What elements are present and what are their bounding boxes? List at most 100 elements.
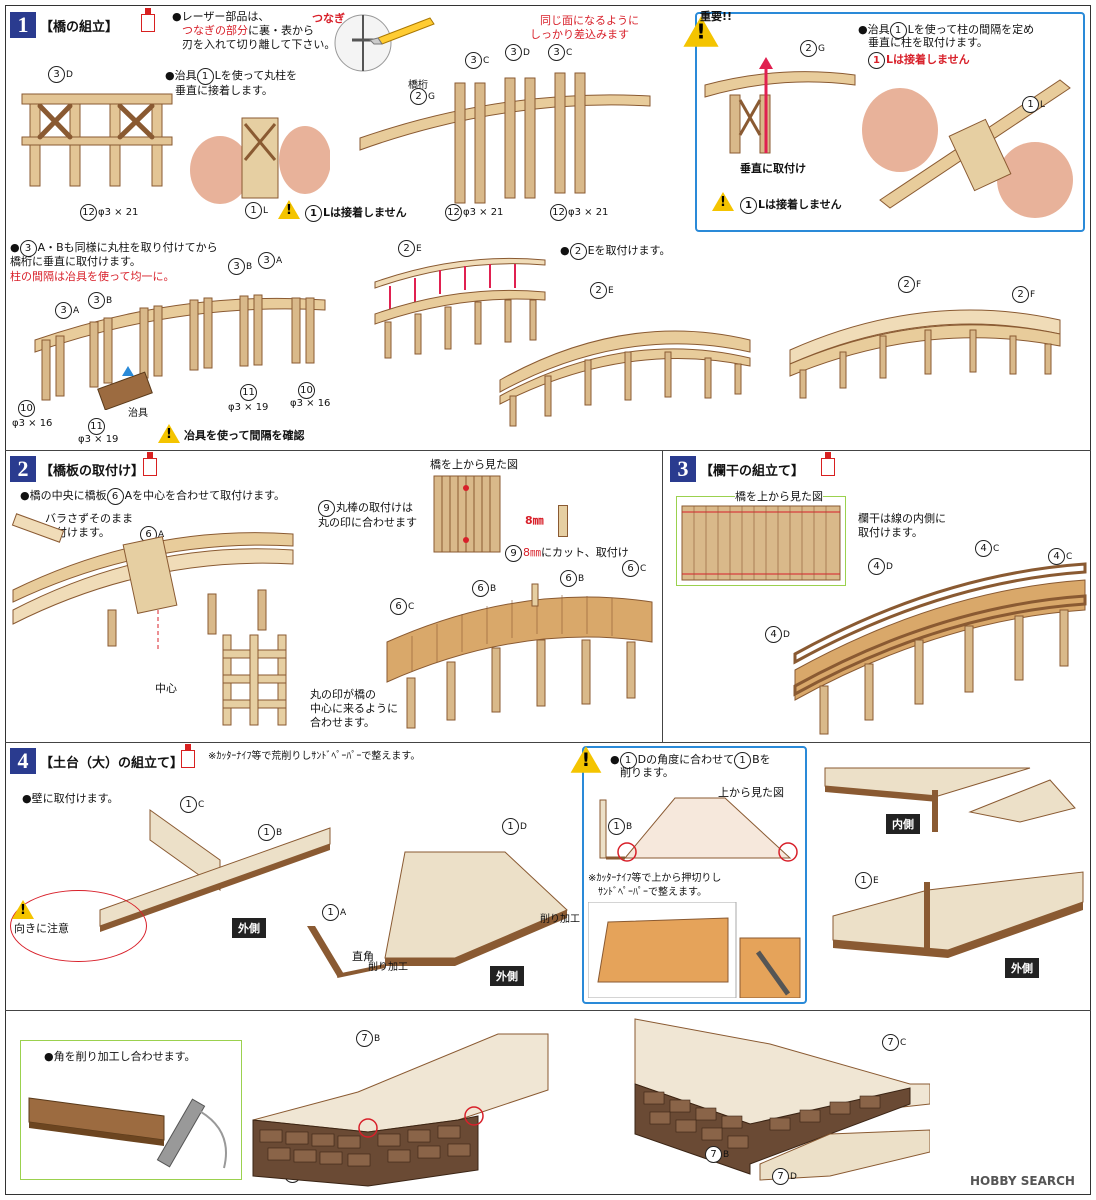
knife-cut-illustration [334, 14, 435, 72]
dim-10-b: φ3 × 16 [290, 398, 331, 409]
angle-instruction-2: 削ります。 [620, 766, 674, 779]
cut-process-label-1: 削り加工 [368, 962, 408, 973]
s3-top-view: 橋を上から見た図 [735, 490, 823, 504]
divider-2 [5, 742, 1091, 743]
step-number-4: 4 [10, 748, 36, 774]
laser-note: ●レーザー部品は、 [172, 10, 270, 23]
railed-bridge-illustration [793, 562, 1087, 735]
outer-badge-3: 外側 [1005, 958, 1039, 978]
stone-base-a-illustration [252, 1033, 549, 1187]
beam-pillars-illustration [359, 72, 651, 204]
jig-instruction-2c: 垂直に柱を取付けます。 [868, 36, 988, 49]
warning-icon-2 [712, 192, 734, 211]
full-pillars-illustration [34, 294, 326, 410]
wall-instruction: ●壁に取付けます。 [22, 792, 119, 805]
dim-10-a: φ3 × 16 [12, 418, 53, 429]
glue-icon [180, 744, 196, 768]
attach-e-arrows-illustration [374, 257, 546, 359]
right-angle-label: 直角 [352, 950, 374, 963]
laser-note-2: つなぎの部分に裏・表から [182, 24, 314, 37]
warning-icon-4 [12, 900, 34, 919]
inner-side-illustration [824, 767, 1076, 832]
corner-sanding-illustration [28, 1097, 227, 1169]
base-wall-illustration [99, 809, 331, 932]
warning-icon-3 [158, 424, 180, 443]
hands-jig-2-illustration [862, 79, 1073, 218]
rail-note-2: 取付けます。 [858, 526, 923, 539]
step-title-2: 【橋板の取付け】 [40, 464, 145, 479]
corner-instruction: ●角を削り加工し合わせます。 [44, 1050, 196, 1063]
jig-instruction-1c: 垂直に接着します。 [175, 84, 273, 97]
mark-note-1: 丸の印が橋の [310, 688, 376, 701]
angle-box [582, 746, 807, 1004]
careful-ellipse [10, 890, 147, 962]
cut-process-label-2: 削り加工 [540, 914, 580, 925]
step-title-1: 【橋の組立】 [40, 20, 119, 35]
deck-bottom-illustration [222, 634, 287, 726]
mm8-label: 8㎜ [525, 514, 544, 527]
dowel-note-2: 丸の印に合わせます [318, 516, 417, 529]
kyouko-label: 橋桁 [408, 80, 428, 91]
part-label-10-a: 10 [18, 400, 36, 417]
warning-icon-5 [570, 746, 602, 773]
deck-center-illustration [11, 513, 294, 650]
inner-badge: 内側 [886, 814, 920, 834]
glue-icon [820, 452, 836, 476]
ab-instruction-2: 橋桁に垂直に取付けます。 [10, 255, 141, 268]
from-top-label: 上から見た図 [718, 786, 784, 799]
dim-11-a: φ3 × 19 [78, 434, 119, 445]
divider-3 [5, 1010, 1091, 1011]
deck-top-view-illustration [433, 475, 501, 553]
watermark-logo: HOBBY SEARCH [970, 1174, 1075, 1188]
step-number-1: 1 [10, 12, 36, 38]
dim-11-b: φ3 × 19 [228, 402, 269, 413]
glue-icon [140, 8, 156, 32]
base-e-illustration [832, 871, 1084, 958]
important-label: 重要!! [700, 10, 733, 23]
bridge-e-illustration [499, 330, 751, 427]
angle-top-view-illustration [599, 797, 798, 862]
corner-note-box [20, 1040, 242, 1180]
jig-label: 治具 [128, 408, 148, 419]
dowel-8mm-illustration [558, 505, 568, 537]
knife-cut-base-illustration [588, 902, 801, 998]
same-face-note-1: 同じ面になるように [540, 14, 639, 27]
base-top-illustration [307, 851, 568, 978]
warning-icon [278, 200, 300, 219]
part-label-10-b: 10 [298, 382, 316, 399]
hands-jig-illustration [190, 117, 330, 204]
knife-note-1: ※ｶｯﾀｰﾅｲﾌ等で荒削りしｻﾝﾄﾞﾍﾟｰﾊﾟｰで整えます。 [208, 751, 421, 762]
important-warning-icon [683, 16, 719, 47]
confirm-note: 冶具を使って間隔を確認 [184, 429, 305, 442]
